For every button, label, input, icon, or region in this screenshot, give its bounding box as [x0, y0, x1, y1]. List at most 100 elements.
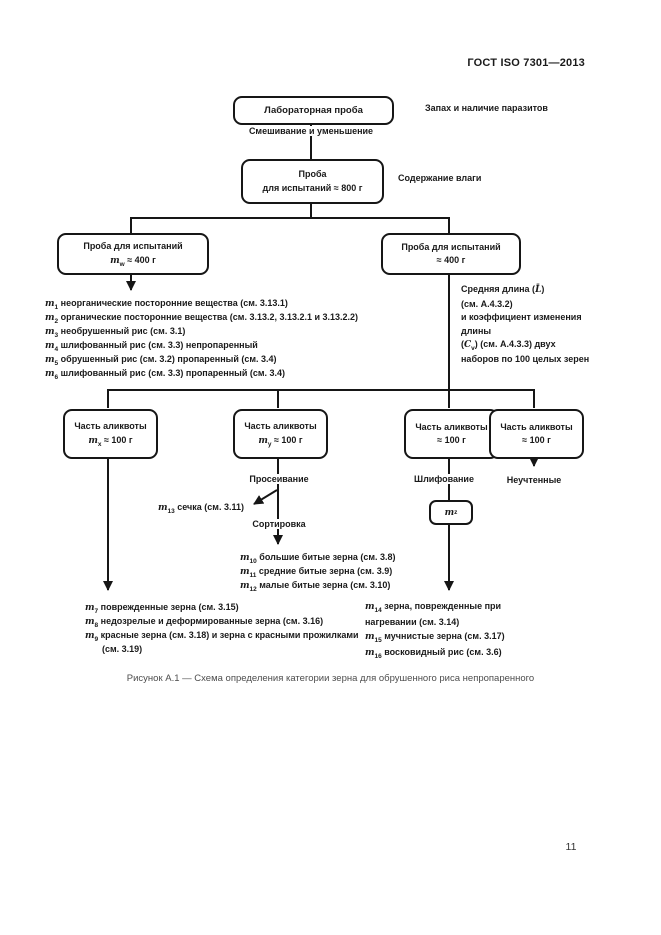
note-line5: (Cv) (см. А.4.3.3) двух	[461, 338, 636, 353]
item-text: необрушенный рис (см. 3.1)	[58, 326, 186, 336]
label-sieving: Просеивание	[245, 474, 313, 484]
math-subscript: 13	[167, 507, 175, 515]
math-symbol: m	[45, 299, 55, 309]
item-text: неорганические посторонние вещества (см.…	[58, 298, 288, 308]
item-text: малые битые зерна (см. 3.10)	[256, 580, 391, 590]
list-item-m8: m8 недозрелые и деформированные зерна (с…	[85, 615, 363, 629]
page-header: ГОСТ ISO 7301—2013	[467, 57, 585, 69]
math-symbol: m	[45, 355, 55, 365]
note-text: Средняя длина (	[461, 284, 536, 294]
math-symbol: m	[240, 567, 250, 577]
list-damaged-grains: m7 поврежденные зерна (см. 3.15) m8 недо…	[85, 601, 363, 656]
item-text: шлифованный рис (см. 3.3) пропаренный (с…	[58, 368, 286, 378]
node-aliquot-mx: Часть аликвоты mx ≈ 100 г	[63, 409, 158, 459]
item-text: сечка (см. 3.11)	[174, 502, 244, 512]
figure-caption: Рисунок А.1 — Схема определения категори…	[126, 673, 535, 684]
note-mean-length: Средняя длина (L̄) (см. А.4.3.2) и коэфф…	[461, 283, 636, 366]
math-subscript: 6	[54, 373, 59, 381]
list-item-m7: m7 поврежденные зерна (см. 3.15)	[85, 601, 363, 615]
note-line4: длины	[461, 325, 492, 336]
list-item-m11: m11 средние битые зерна (см. 3.9)	[240, 565, 460, 579]
math-symbol: L̄	[535, 285, 542, 295]
list-item-m3: m3 необрушенный рис (см. 3.1)	[45, 325, 445, 339]
value-text: ≈ 100 г	[271, 434, 303, 445]
list-heat-damaged: m 14 зерна, поврежденные при нагревании (…	[365, 599, 523, 660]
item-text: обрушенный рис (см. 3.2) пропаренный (см…	[58, 354, 277, 364]
math-subscript: 7	[94, 607, 99, 615]
list-item-m10: m10 большие битые зерна (см. 3.8)	[240, 551, 460, 565]
list-broken-grains: m10 большие битые зерна (см. 3.8) m11 ср…	[240, 551, 460, 593]
math-symbol: m	[110, 255, 120, 266]
math-symbol: C	[464, 340, 472, 350]
item-text: зерна, поврежденные при нагревании (см. …	[365, 601, 502, 627]
math-subscript: 4	[54, 345, 59, 353]
node-label-line2: ≈ 100 г	[437, 435, 466, 445]
list-impurities: m1 неорганические посторонние вещества (…	[45, 297, 445, 381]
math-symbol: m	[85, 631, 95, 641]
node-label-line2: ≈ 100 г	[522, 435, 551, 445]
note-line1: Средняя длина (L̄)	[461, 283, 636, 298]
page-number: 11	[565, 841, 577, 853]
math-subscript: 14	[374, 606, 382, 614]
math-symbol: m	[85, 603, 95, 613]
arrow-to-m13	[253, 489, 278, 505]
math-subscript: 15	[374, 636, 382, 644]
math-symbol: m	[444, 507, 455, 518]
math-subscript: 10	[249, 557, 257, 565]
label-sorting: Сортировка	[248, 519, 310, 529]
math-subscript: 8	[94, 621, 99, 629]
math-symbol: m	[240, 553, 250, 563]
node-label-line2: mw ≈ 400 г	[110, 254, 156, 268]
list-item-m12: m12 малые битые зерна (см. 3.10)	[240, 579, 460, 593]
node-label-line1: Часть аликвоты	[500, 421, 573, 432]
node-aliquot-my: Часть аликвоты my ≈ 100 г	[233, 409, 328, 459]
math-symbol: m	[88, 435, 98, 446]
list-item-m14: m14 зерна, поврежденные при нагревании (…	[365, 599, 523, 629]
label-m13-chips: m13 сечка (см. 3.11)	[158, 502, 244, 515]
list-item-m4: m4 шлифованный рис (см. 3.3) непропаренн…	[45, 339, 445, 353]
note-moisture-content: Содержание влаги	[398, 173, 482, 183]
list-item-m6: m6 шлифованный рис (см. 3.3) пропаренный…	[45, 367, 445, 381]
node-aliquot-unaccounted: Часть аликвоты ≈ 100 г	[489, 409, 584, 459]
item-text: шлифованный рис (см. 3.3) непропаренный	[58, 340, 258, 350]
item-text: поврежденные зерна (см. 3.15)	[98, 602, 239, 612]
note-text: ) (см. А.4.3.3) двух	[474, 339, 556, 349]
note-text: )	[541, 284, 545, 294]
label-unaccounted: Неучтенные	[502, 475, 566, 485]
math-symbol: m	[45, 327, 55, 337]
math-symbol: m	[365, 647, 375, 658]
node-label-line1: Проба	[298, 169, 327, 180]
math-subscript: w	[119, 260, 125, 268]
math-subscript: 12	[249, 585, 257, 593]
note-line2: (см. А.4.3.2)	[461, 298, 513, 309]
node-label-line1: Проба для испытаний	[83, 241, 183, 252]
list-item-m16: m16 восковидный рис (см. 3.6)	[365, 645, 523, 661]
node-label-line2: для испытаний ≈ 800 г	[262, 182, 363, 193]
item-text: большие битые зерна (см. 3.8)	[256, 552, 396, 562]
node-laboratory-sample: Лабораторная проба	[233, 96, 394, 125]
note-smell-parasites: Запах и наличие паразитов	[425, 103, 548, 113]
label-milling: Шлифование	[410, 474, 478, 484]
list-item-m2: m2 органические посторонние вещества (см…	[45, 311, 445, 325]
connector-fork-2	[107, 389, 535, 408]
math-subscript: 1	[54, 303, 59, 311]
item-text: органические посторонние вещества (см. 3…	[58, 312, 359, 322]
item-text: восковидный рис (см. 3.6)	[381, 646, 502, 657]
node-label-line2: mx ≈ 100 г	[88, 434, 132, 448]
math-subscript: x	[97, 440, 102, 448]
math-subscript: 5	[54, 359, 59, 367]
math-subscript: 16	[374, 652, 382, 660]
item-text: красные зерна (см. 3.18) и зерна с красн…	[98, 630, 359, 654]
math-subscript: v	[471, 344, 475, 352]
list-item-m1: m1 неорганические посторонние вещества (…	[45, 297, 445, 311]
math-subscript: 11	[249, 571, 257, 579]
math-symbol: m	[85, 617, 95, 627]
item-text: мучнистые зерна (см. 3.17)	[381, 631, 505, 641]
node-aliquot-milling: Часть аликвоты ≈ 100 г	[404, 409, 499, 459]
node-label-line2: my ≈ 100 г	[258, 434, 302, 448]
node-test-portion-mw-400: Проба для испытаний mw ≈ 400 г	[57, 233, 209, 275]
node-label-line1: Часть аликвоты	[74, 421, 147, 432]
